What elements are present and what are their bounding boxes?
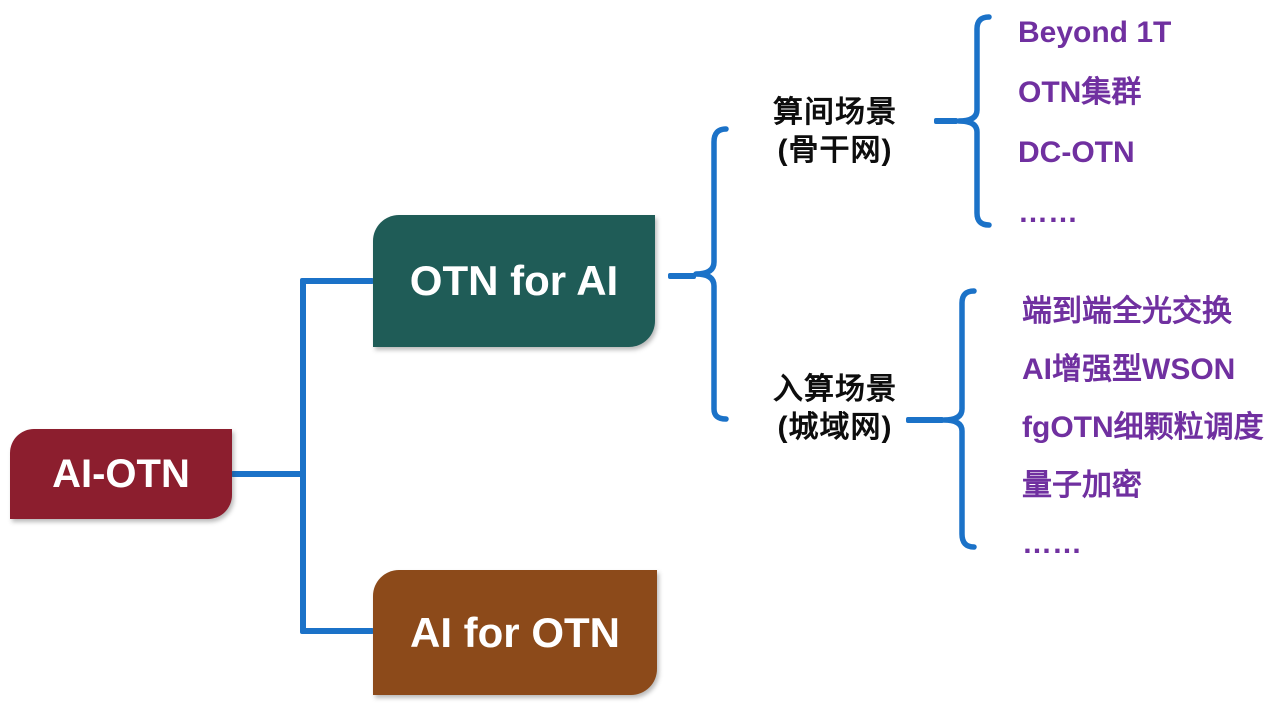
list-item: 量子加密 [1022, 469, 1142, 502]
scenario2-label-line2: (城域网) [777, 411, 893, 444]
connector-root-to-trunk [231, 471, 303, 477]
node-ai-for-otn-label: AI for OTN [410, 608, 620, 656]
connector-scenario2-to-brace [906, 417, 944, 423]
connector-otn-for-ai-to-brace [668, 273, 696, 279]
big-curly-brace-icon [693, 126, 729, 422]
root-node-ai-otn: AI-OTN [10, 429, 232, 519]
scenario1-item-list: Beyond 1T OTN集群 DC-OTN …… [1018, 3, 1171, 243]
connector-trunk-vertical [300, 278, 306, 634]
list-item: DC-OTN [1018, 136, 1135, 169]
scenario1-label: 算间场景 (骨干网) [745, 94, 925, 170]
list-item: AI增强型WSON [1022, 353, 1236, 386]
scenario2-item-list: 端到端全光交换 AI增强型WSON fgOTN细颗粒调度 量子加密 …… [1022, 283, 1264, 573]
connector-branch-ai-for-otn [303, 628, 374, 634]
list-item: …… [1022, 527, 1082, 560]
connector-scenario1-to-brace [934, 118, 958, 124]
list-item: …… [1018, 196, 1078, 229]
connector-branch-otn-for-ai [303, 278, 374, 284]
root-node-label: AI-OTN [52, 451, 190, 496]
node-ai-for-otn: AI for OTN [373, 570, 657, 695]
list-item: fgOTN细颗粒调度 [1022, 411, 1264, 444]
list-item: OTN集群 [1018, 76, 1142, 109]
scenario2-curly-brace-icon [941, 288, 977, 550]
scenario2-label: 入算场景 (城域网) [745, 371, 925, 447]
node-otn-for-ai: OTN for AI [373, 215, 655, 347]
scenario1-label-line1: 算间场景 [773, 96, 897, 129]
list-item: 端到端全光交换 [1022, 295, 1232, 328]
scenario2-label-line1: 入算场景 [773, 373, 897, 406]
list-item: Beyond 1T [1018, 16, 1172, 49]
scenario1-label-line2: (骨干网) [777, 134, 893, 167]
scenario1-curly-brace-icon [956, 14, 992, 228]
node-otn-for-ai-label: OTN for AI [409, 257, 619, 304]
